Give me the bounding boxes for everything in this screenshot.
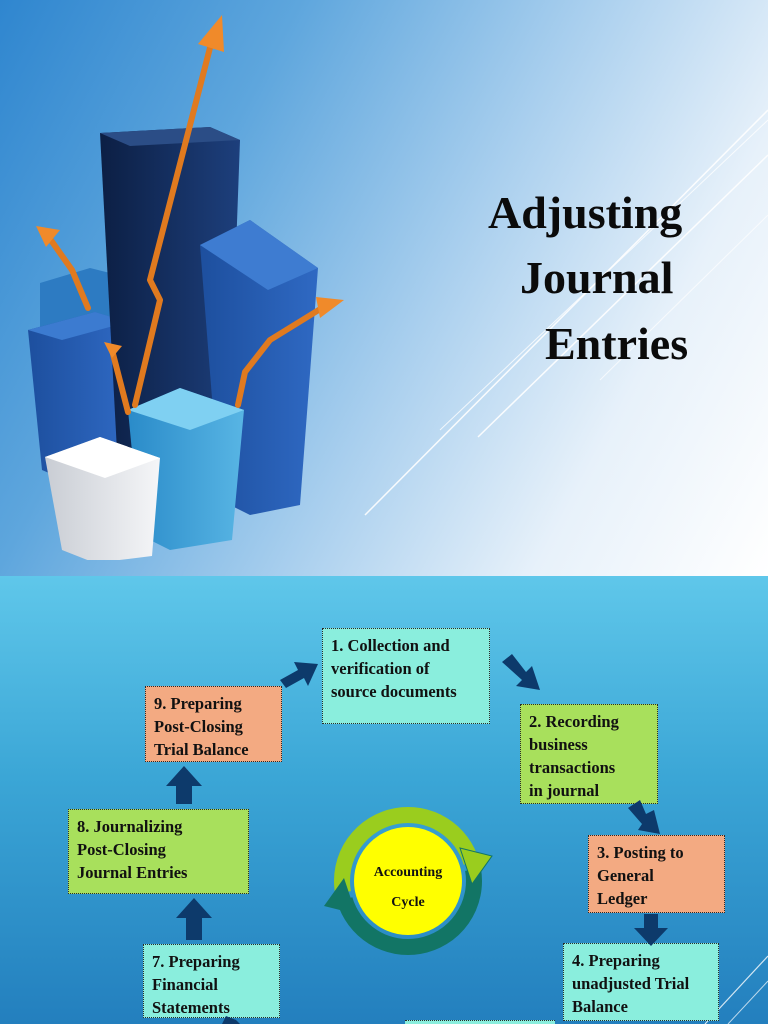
slide-title-line-2: Journal: [520, 252, 674, 303]
slide-title-line-3: Entries: [545, 318, 689, 369]
cycle-label-line-1: Accounting: [373, 865, 443, 880]
step-text: Journal Entries: [77, 863, 188, 882]
step-text: Post-Closing: [77, 840, 166, 859]
step-text: Ledger: [597, 889, 648, 908]
step-text: 8. Journalizing: [77, 817, 183, 836]
step-text: 1. Collection and: [331, 636, 450, 655]
step-text: unadjusted Trial: [572, 974, 690, 993]
cycle-label-line-2: Cycle: [391, 895, 425, 910]
step-text: Financial: [152, 975, 219, 994]
step-4-box: 4. Preparing unadjusted Trial Balance: [563, 943, 719, 1021]
step-1-box: 1. Collection and verification of source…: [322, 628, 490, 724]
step-text: Balance: [572, 997, 628, 1016]
partial-step-box: [405, 1020, 555, 1024]
title-slide: Adjusting Journal Entries: [0, 0, 768, 576]
step-text: 7. Preparing: [152, 952, 240, 971]
step-text: in journal: [529, 781, 600, 800]
accounting-cycle-icon: [324, 807, 493, 955]
step-2-box: 2. Recording business transactions in jo…: [520, 704, 658, 804]
step-9-box: 9. Preparing Post-Closing Trial Balance: [145, 686, 282, 762]
step-8-box: 8. Journalizing Post-Closing Journal Ent…: [68, 809, 249, 894]
step-text: verification of: [331, 659, 430, 678]
step-text: business: [529, 735, 588, 754]
step-text: 4. Preparing: [572, 951, 660, 970]
step-text: 3. Posting to: [597, 843, 684, 862]
rising-bar-chart-3d-icon: [28, 15, 344, 560]
step-text: Trial Balance: [154, 740, 249, 759]
step-3-box: 3. Posting to General Ledger: [588, 835, 725, 913]
step-text: transactions: [529, 758, 616, 777]
step-text: General: [597, 866, 654, 885]
accounting-cycle-slide: 1. Collection and verification of source…: [0, 576, 768, 1024]
step-text: Post-Closing: [154, 717, 243, 736]
decorative-lines: [0, 0, 768, 576]
step-text: Statements: [152, 998, 230, 1017]
step-7-box: 7. Preparing Financial Statements: [143, 944, 280, 1018]
step-text: 2. Recording: [529, 712, 619, 731]
step-text: source documents: [331, 682, 457, 701]
slide-title-line-1: Adjusting: [488, 187, 683, 238]
step-text: 9. Preparing: [154, 694, 242, 713]
